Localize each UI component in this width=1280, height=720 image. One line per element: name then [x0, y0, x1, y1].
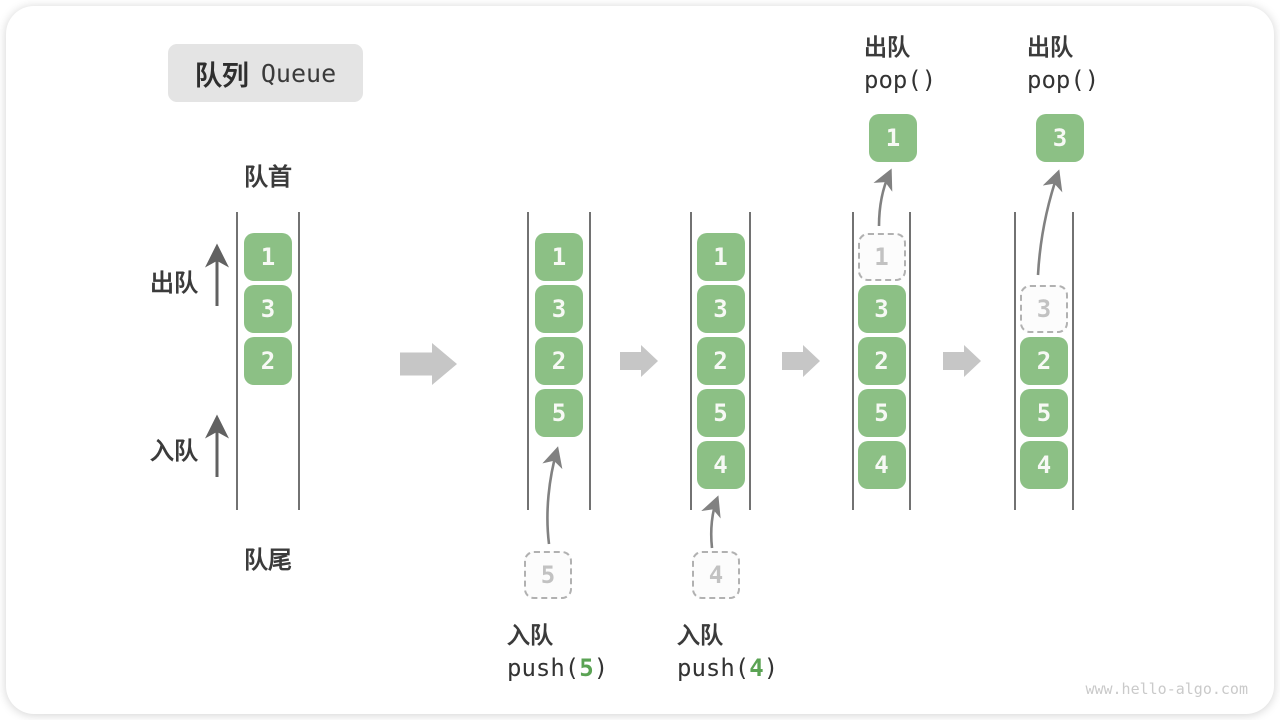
dequeue-op-label: 出队	[1027, 34, 1073, 60]
enqueue-op-code: push(5)	[507, 654, 608, 682]
queue-front-label: 队首	[244, 164, 292, 191]
code-post: )	[763, 654, 779, 682]
queue-item-box: 5	[1020, 389, 1068, 437]
title-chip: 队列 Queue	[168, 44, 363, 102]
queue-item-box: 2	[857, 337, 906, 385]
queue-item-box: 4	[857, 441, 906, 489]
enqueue-op-code: push(4)	[677, 654, 778, 682]
stage-transition-arrow	[782, 345, 820, 377]
dequeue-op-label: 出队	[864, 34, 910, 60]
incoming-item-box: 4	[692, 551, 740, 599]
queue-item-box: 4	[1020, 441, 1068, 489]
dequeue-op-code: pop()	[1027, 66, 1100, 94]
queue-item-ghost: 3	[1020, 285, 1068, 333]
code-arg: 4	[749, 654, 764, 682]
queue-item-box: 3	[857, 285, 906, 333]
queue-item-box: 3	[535, 285, 583, 333]
queue-item-box: 5	[535, 389, 583, 437]
enqueue-curved-arrow	[701, 495, 721, 549]
dequeue-curved-arrow	[1036, 169, 1063, 276]
title-en: Queue	[260, 58, 337, 88]
incoming-item-box: 5	[524, 551, 572, 599]
queue-item-box: 2	[244, 337, 292, 385]
code-pre: push(	[507, 654, 580, 682]
queue-item-box: 2	[696, 337, 745, 385]
title-zh: 队列	[194, 60, 249, 91]
queue-item-ghost: 1	[857, 233, 906, 281]
code-pre: push(	[677, 654, 750, 682]
dequeue-side-label: 出队	[150, 270, 198, 297]
code-post: )	[593, 654, 609, 682]
queue-item-box: 5	[696, 389, 745, 437]
queue-item-box: 2	[535, 337, 583, 385]
queue-item-box: 5	[857, 389, 906, 437]
queue-item-box: 3	[696, 285, 745, 333]
queue-rear-label: 队尾	[244, 547, 292, 574]
queue-item-box: 1	[244, 233, 292, 281]
stage-transition-arrow	[620, 345, 658, 377]
enqueue-op-label: 入队	[677, 622, 723, 648]
dequeue-op-code: pop()	[864, 66, 937, 94]
queue-item-box: 1	[535, 233, 583, 281]
queue-item-box: 4	[696, 441, 745, 489]
code-arg: 5	[579, 654, 594, 682]
queue-item-box: 1	[696, 233, 745, 281]
popped-item-box: 1	[869, 114, 917, 162]
dequeue-curved-arrow	[873, 168, 893, 227]
queue-item-box: 2	[1020, 337, 1068, 385]
popped-item-box: 3	[1036, 114, 1084, 162]
stage-transition-arrow	[943, 345, 981, 377]
stage-transition-arrow	[400, 343, 457, 385]
enqueue-side-label: 入队	[150, 438, 198, 465]
watermark-url: www.hello-algo.com	[1085, 680, 1248, 698]
queue-item-box: 3	[244, 285, 292, 333]
enqueue-op-label: 入队	[507, 622, 553, 648]
enqueue-curved-arrow	[542, 446, 563, 545]
